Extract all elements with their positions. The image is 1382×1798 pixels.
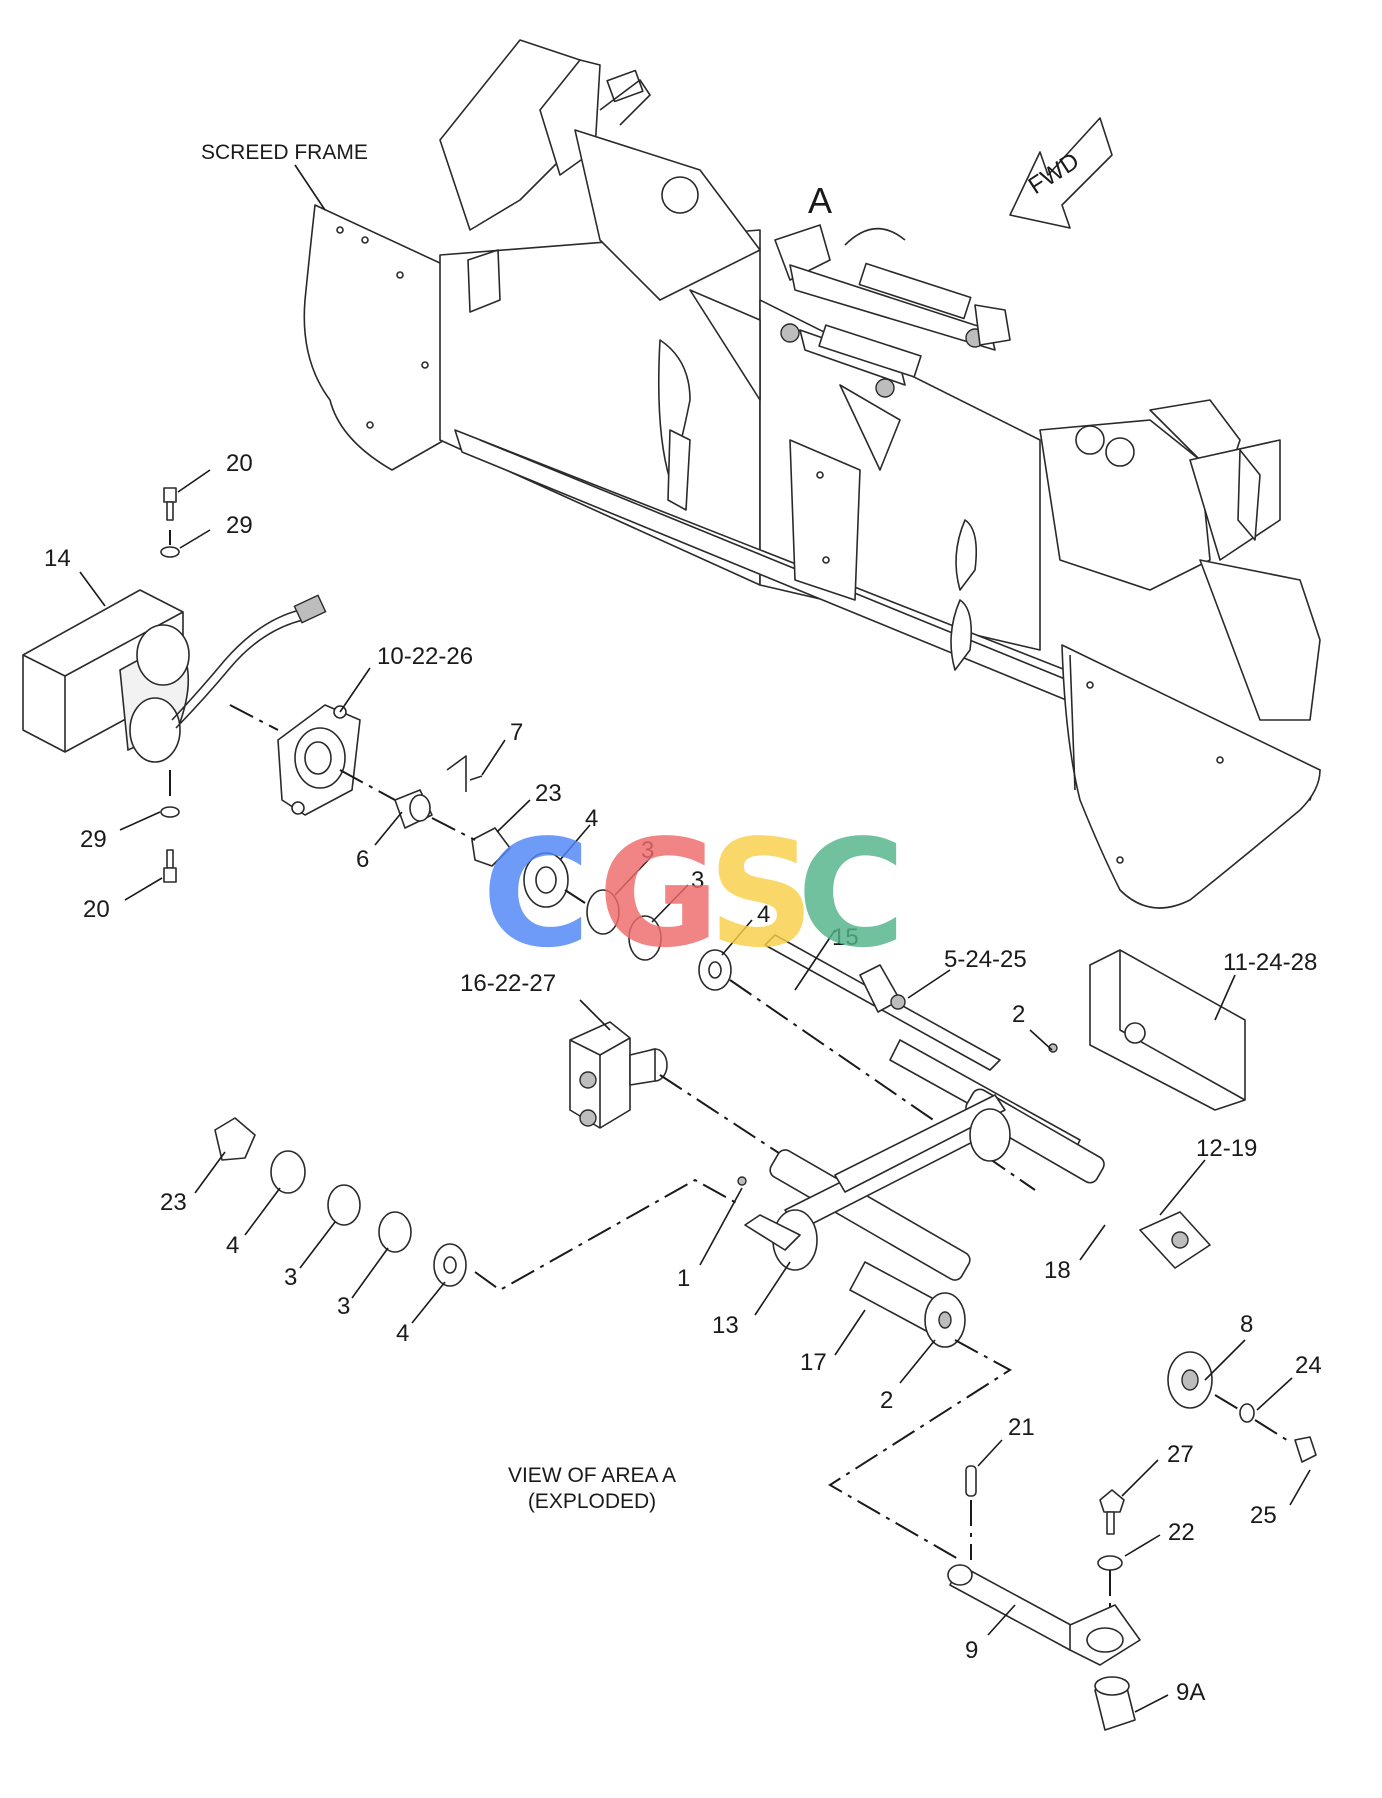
callout-14: 14 bbox=[44, 545, 71, 572]
shaft-assembly bbox=[737, 1039, 1211, 1348]
callout-4-upper-a: 4 bbox=[585, 805, 598, 832]
callout-23-upper: 23 bbox=[535, 780, 562, 807]
callout-numbers: 20 29 14 29 20 10-22-26 7 6 23 4 3 3 4 1… bbox=[44, 450, 1322, 1706]
callout-15: 15 bbox=[832, 924, 859, 951]
callout-17: 17 bbox=[800, 1349, 827, 1376]
callout-11-24-28: 11-24-28 bbox=[1223, 949, 1317, 976]
watermark-letter-1: C bbox=[482, 808, 591, 980]
callout-20-top: 20 bbox=[226, 450, 253, 477]
callout-25: 25 bbox=[1250, 1502, 1277, 1529]
callout-7: 7 bbox=[510, 719, 523, 746]
watermark-logo: C G S C bbox=[482, 808, 906, 980]
callout-29-bottom: 29 bbox=[80, 826, 107, 853]
callout-4-lower-b: 4 bbox=[396, 1320, 409, 1347]
callout-22: 22 bbox=[1168, 1519, 1195, 1546]
callout-13: 13 bbox=[712, 1312, 739, 1339]
callout-23-lower: 23 bbox=[160, 1189, 187, 1216]
callout-5-24-25: 5-24-25 bbox=[944, 946, 1027, 973]
flange-bearing bbox=[277, 704, 361, 816]
callout-4-upper-b: 4 bbox=[757, 901, 770, 928]
screed-frame-label: SCREED FRAME bbox=[201, 141, 368, 164]
lower-arm bbox=[947, 1465, 1141, 1731]
leader bbox=[294, 164, 326, 211]
callout-24: 24 bbox=[1295, 1352, 1322, 1379]
motor-assembly bbox=[22, 589, 327, 763]
watermark-letter-4: C bbox=[797, 808, 906, 980]
block-16-22-27 bbox=[569, 1021, 668, 1129]
plate-11-24-28 bbox=[1089, 949, 1246, 1111]
motor-bolts bbox=[160, 487, 180, 883]
upper-stack bbox=[471, 827, 732, 991]
callout-16-22-27: 16-22-27 bbox=[460, 970, 556, 997]
watermark-letter-2: G bbox=[598, 808, 719, 980]
screed-frame bbox=[303, 39, 1321, 909]
callout-29-top: 29 bbox=[226, 512, 253, 539]
callout-2-lower: 2 bbox=[880, 1387, 893, 1414]
fwd-arrow-icon: FWD bbox=[1009, 117, 1113, 229]
callout-9a: 9A bbox=[1176, 1679, 1205, 1706]
callout-4-lower-a: 4 bbox=[226, 1232, 239, 1259]
callout-3-lower-a: 3 bbox=[284, 1264, 297, 1291]
callout-21: 21 bbox=[1008, 1414, 1035, 1441]
callout-9: 9 bbox=[965, 1637, 978, 1664]
callout-3-upper-b: 3 bbox=[691, 867, 704, 894]
callout-12-19: 12-19 bbox=[1196, 1135, 1257, 1162]
watermark-letter-3: S bbox=[708, 808, 815, 980]
coupling bbox=[394, 755, 483, 829]
leader-lines bbox=[79, 469, 1311, 1713]
lower-stack bbox=[214, 1117, 467, 1287]
callout-6: 6 bbox=[356, 846, 369, 873]
callout-8: 8 bbox=[1240, 1311, 1253, 1338]
view-caption-line2: (EXPLODED) bbox=[528, 1490, 656, 1513]
callout-10-22-26: 10-22-26 bbox=[377, 643, 473, 670]
callout-18: 18 bbox=[1044, 1257, 1071, 1284]
callout-3-lower-b: 3 bbox=[337, 1293, 350, 1320]
end-hardware bbox=[1167, 1351, 1317, 1463]
callout-1: 1 bbox=[677, 1265, 690, 1292]
callout-2-upper: 2 bbox=[1012, 1001, 1025, 1028]
clamp-5-24-25 bbox=[859, 964, 906, 1013]
callout-20-bottom: 20 bbox=[83, 896, 110, 923]
callout-27: 27 bbox=[1167, 1441, 1194, 1468]
area-a-mechanism bbox=[774, 224, 1011, 398]
area-a-marker: A bbox=[808, 180, 832, 221]
view-caption-line1: VIEW OF AREA A bbox=[508, 1464, 676, 1487]
callout-3-upper-a: 3 bbox=[641, 837, 654, 864]
